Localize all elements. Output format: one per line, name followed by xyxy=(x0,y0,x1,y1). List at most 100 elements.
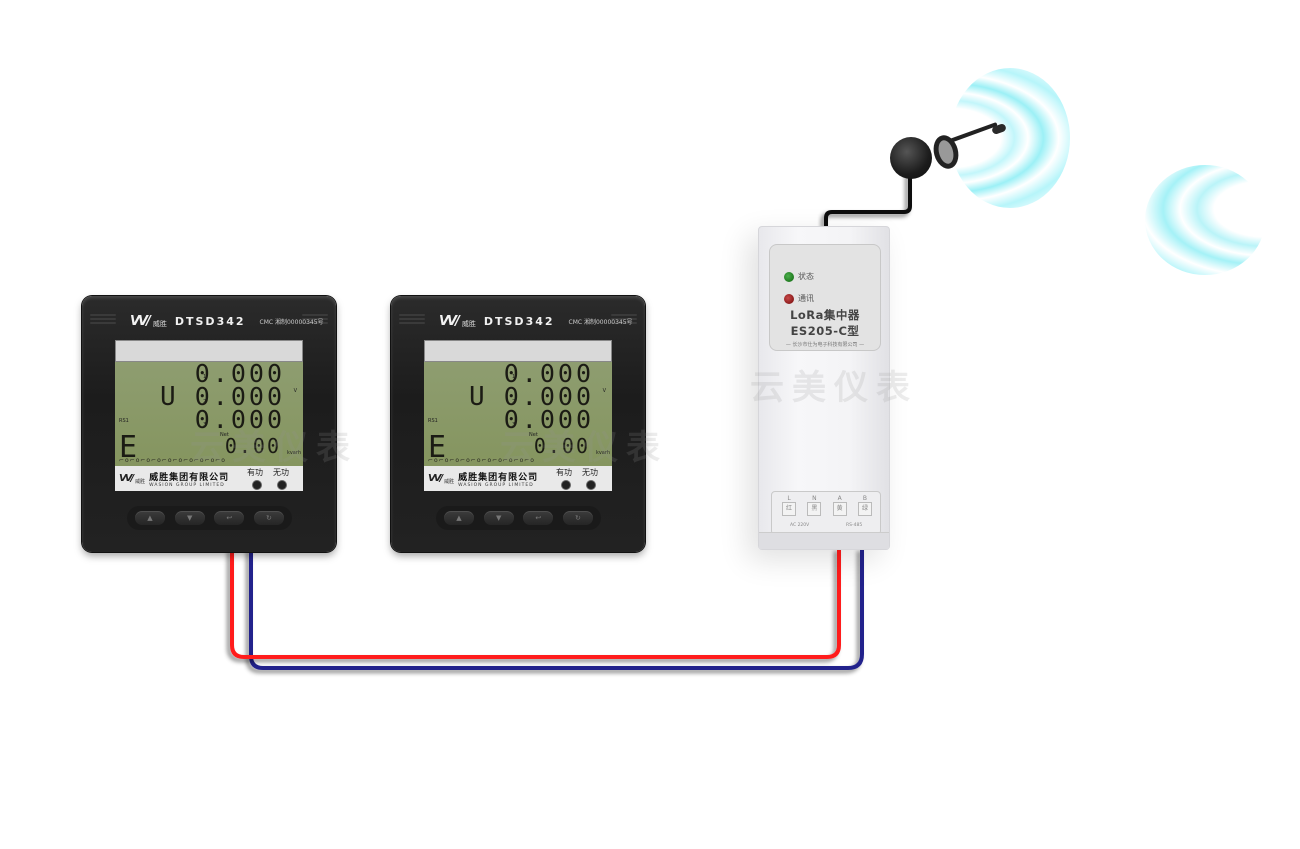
lcd-net: Net xyxy=(529,432,538,438)
down-button[interactable]: ▼ xyxy=(483,511,514,525)
comm-led: 通讯 xyxy=(784,293,814,304)
lcd-segments: ⌐o⌐o⌐o⌐o⌐o⌐o⌐o⌐o⌐o⌐o xyxy=(428,457,535,464)
status-led-icon xyxy=(784,271,794,282)
power-meter-2: VV/ 威胜 DTSD342 CMC 湘制00000345号 U 1 2 3 0… xyxy=(391,296,645,552)
meter-cert: CMC 湘制00000345号 xyxy=(568,318,633,326)
bus-label: RS-485 xyxy=(846,523,863,528)
vent-right xyxy=(302,312,328,326)
reactive-pulse-label: 无功 xyxy=(582,468,598,477)
brand-cn: 威胜 xyxy=(444,479,455,485)
company-en: WASION GROUP LIMITED xyxy=(149,482,225,488)
lcd-net: Net xyxy=(220,432,229,438)
power-label: AC 220V xyxy=(790,523,810,528)
lcd-unit: V xyxy=(293,388,297,394)
lcd-row-3: 0.000 xyxy=(503,405,594,434)
down-button[interactable]: ▼ xyxy=(174,511,205,525)
lcd-mode-top: U xyxy=(160,382,176,412)
meter-brand: VV/ 威胜 DTSD342 CMC 湘制00000345号 xyxy=(130,313,324,329)
lcd-unit: V xyxy=(602,388,606,394)
wasion-logo-icon: VV/ xyxy=(428,473,443,484)
company-en: WASION GROUP LIMITED xyxy=(458,482,534,488)
vent-left xyxy=(90,312,116,326)
status-label: 状态 xyxy=(798,272,814,281)
lcd-row-2: 0.000 xyxy=(503,382,594,411)
active-pulse-label: 有功 xyxy=(556,468,572,477)
company-strip: VV/ 威胜 威胜集团有限公司 WASION GROUP LIMITED 有功 … xyxy=(115,466,303,491)
back-button[interactable]: ↩ xyxy=(523,511,554,525)
company-strip: VV/ 威胜 威胜集团有限公司 WASION GROUP LIMITED 有功 … xyxy=(424,466,612,491)
brand-cn: 威胜 xyxy=(135,479,146,485)
neutral-wire-bus xyxy=(249,548,864,670)
signal-wave-icon xyxy=(1145,165,1265,275)
meter-model: DTSD342 xyxy=(174,314,246,328)
vent-right xyxy=(611,312,637,326)
meter-button-row: ▲ ▼ ↩ ↻ xyxy=(127,506,292,530)
live-wire-bus xyxy=(230,548,841,659)
meter-cert: CMC 湘制00000345号 xyxy=(259,318,324,326)
lcd-energy: 0.00 xyxy=(533,434,590,458)
antenna-cable xyxy=(824,170,912,226)
lcd-mode-bottom: E xyxy=(428,430,447,465)
lora-concentrator: 状态 通讯 LoRa集中器 ES205-C型 — 长沙市仕为电子科技有限公司 —… xyxy=(758,226,890,550)
lcd-status-bar xyxy=(115,340,303,362)
lcd-row-1: 0.000 xyxy=(194,359,285,388)
lcd-mode-bottom: E xyxy=(119,430,138,465)
up-button[interactable]: ▲ xyxy=(135,511,165,525)
lcd-row-1: 0.000 xyxy=(503,359,594,388)
concentrator-front-panel: 状态 通讯 LoRa集中器 ES205-C型 — 长沙市仕为电子科技有限公司 — xyxy=(769,244,881,351)
power-meter-1: VV/ 威胜 DTSD342 CMC 湘制00000345号 U 1 2 3 0… xyxy=(82,296,336,552)
lcd-energy: 0.00 xyxy=(224,434,281,458)
brand-cn: 威胜 xyxy=(461,320,476,328)
lcd-status-bar xyxy=(424,340,612,362)
company-cn: 威胜集团有限公司 xyxy=(149,472,230,483)
wasion-logo-icon: VV/ xyxy=(439,313,460,329)
brand-cn: 威胜 xyxy=(152,320,167,328)
reactive-pulse-led xyxy=(277,480,287,490)
lcd-display: U 1 2 3 0.000 0.000 0.000 V RS1 Net E 0.… xyxy=(115,359,303,466)
concentrator-company: — 长沙市仕为电子科技有限公司 — xyxy=(785,342,865,348)
signal-wave-icon xyxy=(950,68,1070,208)
meter-brand: VV/ 威胜 DTSD342 CMC 湘制00000345号 xyxy=(439,313,633,329)
up-button[interactable]: ▲ xyxy=(444,511,474,525)
lcd-segments: ⌐o⌐o⌐o⌐o⌐o⌐o⌐o⌐o⌐o⌐o xyxy=(119,457,226,464)
refresh-button[interactable]: ↻ xyxy=(562,511,593,525)
meter-model: DTSD342 xyxy=(483,314,555,328)
row-label: 3 xyxy=(203,422,207,428)
lcd-energy-unit: kvarh xyxy=(286,450,301,456)
concentrator-model: ES205-C型 xyxy=(790,324,860,338)
row-label: 1 xyxy=(512,374,516,380)
active-pulse-led xyxy=(561,480,571,490)
wasion-logo-icon: VV/ xyxy=(119,473,134,484)
row-label: 2 xyxy=(203,399,207,405)
row-label: 1 xyxy=(203,374,207,380)
company-cn: 威胜集团有限公司 xyxy=(458,472,539,483)
reactive-pulse-led xyxy=(586,480,596,490)
lcd-energy-unit: kvarh xyxy=(595,450,610,456)
antenna-base xyxy=(890,137,932,179)
active-pulse-led xyxy=(252,480,262,490)
back-button[interactable]: ↩ xyxy=(214,511,245,525)
lcd-rs: RS1 xyxy=(428,418,438,424)
concentrator-base xyxy=(759,532,889,549)
row-label: 3 xyxy=(512,422,516,428)
lcd-row-2: 0.000 xyxy=(194,382,285,411)
comm-led-icon xyxy=(784,293,794,304)
active-pulse-label: 有功 xyxy=(247,468,263,477)
refresh-button[interactable]: ↻ xyxy=(253,511,284,525)
wasion-logo-icon: VV/ xyxy=(130,313,151,329)
lcd-display: U 1 2 3 0.000 0.000 0.000 V RS1 Net E 0.… xyxy=(424,359,612,466)
lcd-rs: RS1 xyxy=(119,418,129,424)
lcd-mode-top: U xyxy=(469,382,485,412)
meter-button-row: ▲ ▼ ↩ ↻ xyxy=(436,506,601,530)
row-label: 2 xyxy=(512,399,516,405)
comm-label: 通讯 xyxy=(798,294,814,303)
reactive-pulse-label: 无功 xyxy=(273,468,289,477)
concentrator-title: LoRa集中器 xyxy=(790,308,860,322)
lcd-row-3: 0.000 xyxy=(194,405,285,434)
vent-left xyxy=(399,312,425,326)
